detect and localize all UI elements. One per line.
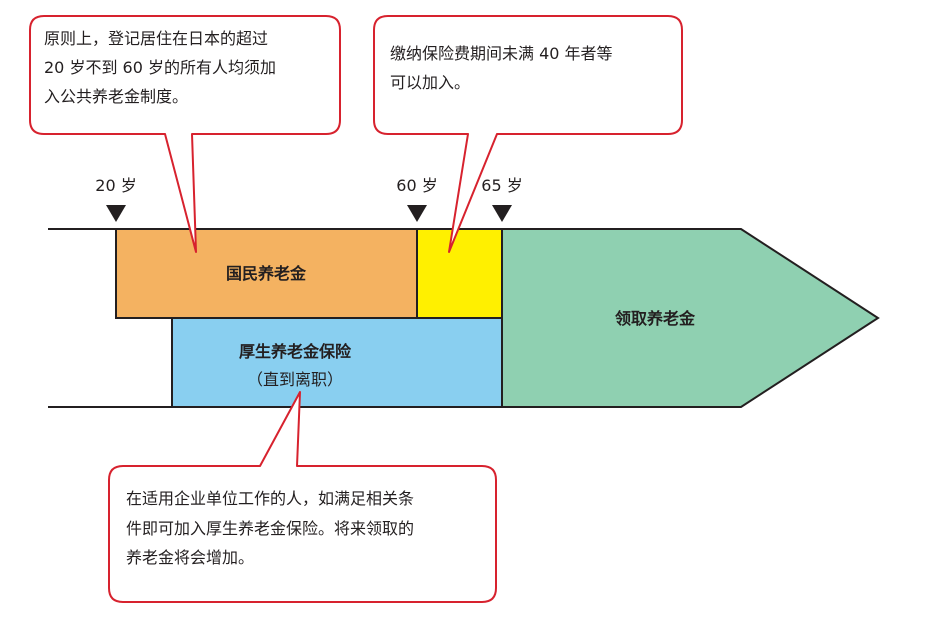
age-60-label: 60 岁: [396, 176, 437, 195]
age-65-label: 65 岁: [481, 176, 522, 195]
welfare-pension-block: [171, 317, 503, 408]
callout-top-right-line-2: 可以加入。: [390, 73, 470, 92]
receive-pension-label: 领取养老金: [615, 309, 696, 328]
callout-bottom: [108, 391, 497, 603]
welfare-pension-sublabel: （直到离职）: [247, 370, 343, 389]
age-20-label: 20 岁: [95, 176, 136, 195]
callout-top-right-line-1: 缴纳保险费期间未满 40 年者等: [390, 44, 613, 63]
callout-bottom-line-3: 养老金将会增加。: [126, 548, 254, 567]
callout-top-left-line-3: 入公共养老金制度。: [44, 87, 188, 106]
callout-bottom-line-2: 件即可加入厚生养老金保险。将来领取的: [126, 519, 414, 538]
national-pension-block: [115, 228, 418, 319]
callout-top-right: [373, 15, 683, 253]
receive-pension-arrow: [501, 228, 880, 408]
welfare-pension-label: 厚生养老金保险: [239, 342, 352, 361]
age-65-marker-icon: [492, 205, 512, 222]
age-60-marker-icon: [407, 205, 427, 222]
callout-top-left-line-2: 20 岁不到 60 岁的所有人均须加: [44, 58, 276, 77]
national-pension-label: 国民养老金: [226, 264, 307, 283]
callout-top-left-line-1: 原则上，登记居住在日本的超过: [44, 29, 268, 48]
voluntary-enrollment-block: [416, 228, 503, 319]
age-20-marker-icon: [106, 205, 126, 222]
callout-top-left: [29, 15, 341, 253]
callout-bottom-line-1: 在适用企业单位工作的人，如满足相关条: [126, 489, 414, 508]
